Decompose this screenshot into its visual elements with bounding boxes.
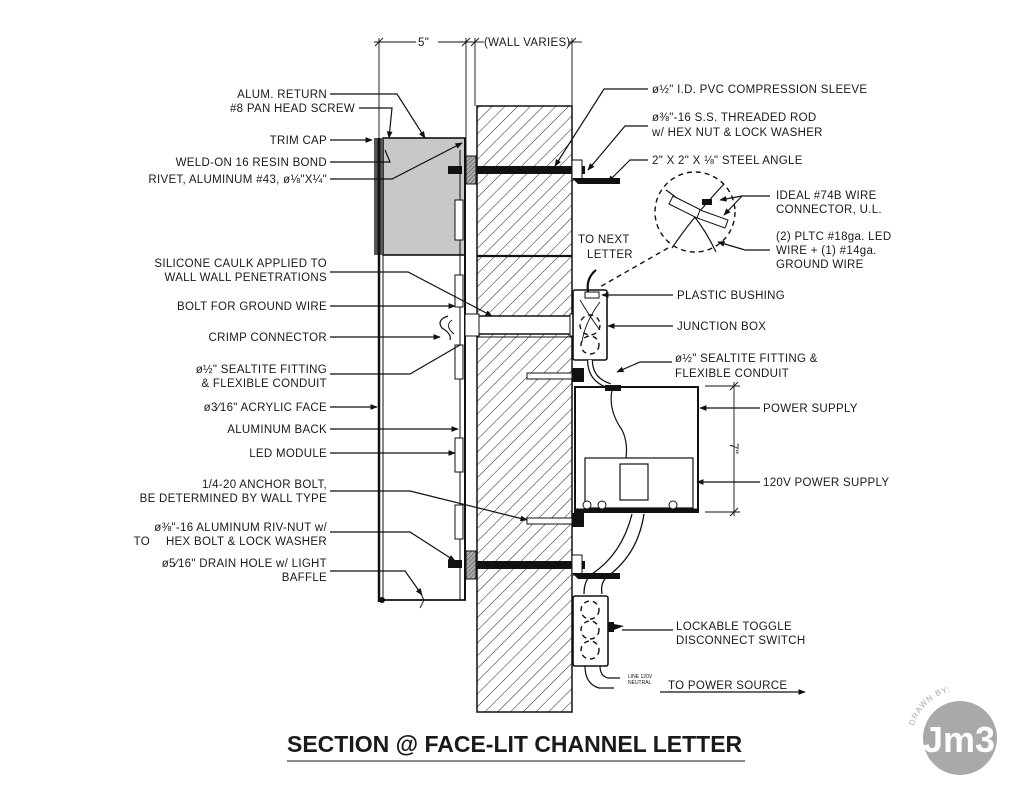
label-wire-connector-1: IDEAL #74B WIRE (776, 190, 877, 202)
label-to-next-letter-1: TO NEXT (578, 234, 630, 246)
label-riv-nut-1: ø⅜"-16 ALUMINUM RIV-NUT w/ (154, 522, 327, 534)
label-pltc-wire-3: GROUND WIRE (776, 259, 864, 271)
label-to-next-letter-2: LETTER (587, 249, 633, 261)
label-junction-box: JUNCTION BOX (677, 321, 766, 333)
label-anchor-bolt-1: 1/4-20 ANCHOR BOLT, (202, 479, 327, 491)
power-supply-enclosure (574, 385, 699, 513)
logo-circle (923, 701, 997, 775)
label-trim-cap: TRIM CAP (270, 135, 327, 147)
title-text: SECTION @ FACE-LIT CHANNEL LETTER (287, 731, 743, 757)
label-toggle-switch-1: LOCKABLE TOGGLE (676, 621, 792, 633)
label-drain-hole-2: BAFFLE (282, 572, 327, 584)
left-labels: ALUM. RETURN #8 PAN HEAD SCREW TRIM CAP … (134, 89, 355, 584)
left-leaders (330, 93, 528, 596)
label-120v-power-supply: 120V POWER SUPPLY (763, 477, 889, 489)
wall (476, 105, 573, 713)
label-threaded-rod-1: ø⅜"-16 S.S. THREADED ROD (652, 112, 816, 124)
label-pvc-sleeve: ø½" I.D. PVC COMPRESSION SLEEVE (652, 84, 867, 96)
label-pltc-wire-1: (2) PLTC #18ga. LED (776, 231, 891, 243)
label-silicone-caulk-1: SILICONE CAULK APPLIED TO (154, 258, 327, 270)
label-silicone-caulk-2: WALL WALL PENETRATIONS (164, 272, 327, 284)
logo-mark: Jm3 (923, 719, 995, 760)
dim-letter-depth: 5" (418, 37, 429, 49)
label-toggle-switch-2: DISCONNECT SWITCH (676, 635, 805, 647)
label-weld-on: WELD-ON 16 RESIN BOND (176, 157, 327, 169)
label-drain-hole-1: ø5⁄16" DRAIN HOLE w/ LIGHT (162, 558, 327, 570)
dimension-power-supply: 7" (705, 381, 740, 517)
label-led-module: LED MODULE (249, 448, 327, 460)
label-wire-connector-2: CONNECTOR, U.L. (776, 204, 882, 216)
conduit-lower (583, 513, 633, 595)
wire-connector-detail (597, 171, 736, 289)
label-aluminum-back: ALUMINUM BACK (227, 424, 327, 436)
label-sealtite-left-2: & FLEXIBLE CONDUIT (201, 378, 327, 390)
drawing-title: SECTION @ FACE-LIT CHANNEL LETTER (287, 731, 745, 762)
label-pltc-wire-2: WIRE + (1) #14ga. (776, 245, 877, 257)
jm3-logo: Jm3 DRAWN BY: (907, 685, 997, 775)
right-leaders (554, 88, 806, 695)
label-alum-return: ALUM. RETURN (237, 89, 327, 101)
channel-letter (374, 137, 477, 609)
dim-wall: (WALL VARIES) (484, 37, 571, 49)
wire-tag-line: LINE 120V (628, 674, 653, 680)
label-to-power-source: TO POWER SOURCE (668, 680, 787, 692)
dim-power-supply: 7" (727, 443, 739, 454)
junction-box (572, 269, 608, 361)
label-rivet: RIVET, ALUMINUM #43, ø⅛"X¼" (148, 174, 327, 186)
anchor-bolts (526, 368, 584, 527)
label-riv-nut-2: HEX BOLT & LOCK WASHER (166, 536, 327, 548)
label-plastic-bushing: PLASTIC BUSHING (677, 290, 785, 302)
label-riv-nut-prefix: TO (134, 536, 150, 548)
label-acrylic-face: ø3⁄16" ACRYLIC FACE (204, 402, 327, 414)
label-crimp-connector: CRIMP CONNECTOR (209, 332, 327, 344)
label-anchor-bolt-2: BE DETERMINED BY WALL TYPE (140, 493, 327, 505)
label-pan-head-screw: #8 PAN HEAD SCREW (230, 103, 355, 115)
dimension-wall: (WALL VARIES) (470, 37, 582, 106)
label-steel-angle: 2" X 2" X ⅛" STEEL ANGLE (652, 155, 803, 167)
label-threaded-rod-2: w/ HEX NUT & LOCK WASHER (651, 127, 823, 139)
right-labels: ø½" I.D. PVC COMPRESSION SLEEVE ø⅜"-16 S… (578, 84, 891, 692)
wire-tag-neutral: NEUTRAL (628, 680, 652, 686)
label-sealtite-left-1: ø½" SEALTITE FITTING (196, 364, 327, 376)
label-sealtite-right-1: ø½" SEALTITE FITTING & (675, 353, 818, 365)
disconnect-switch: LINE 120V NEUTRAL (572, 595, 653, 689)
label-ground-bolt: BOLT FOR GROUND WIRE (177, 301, 327, 313)
label-sealtite-right-2: FLEXIBLE CONDUIT (675, 368, 789, 380)
label-power-supply: POWER SUPPLY (763, 403, 858, 415)
